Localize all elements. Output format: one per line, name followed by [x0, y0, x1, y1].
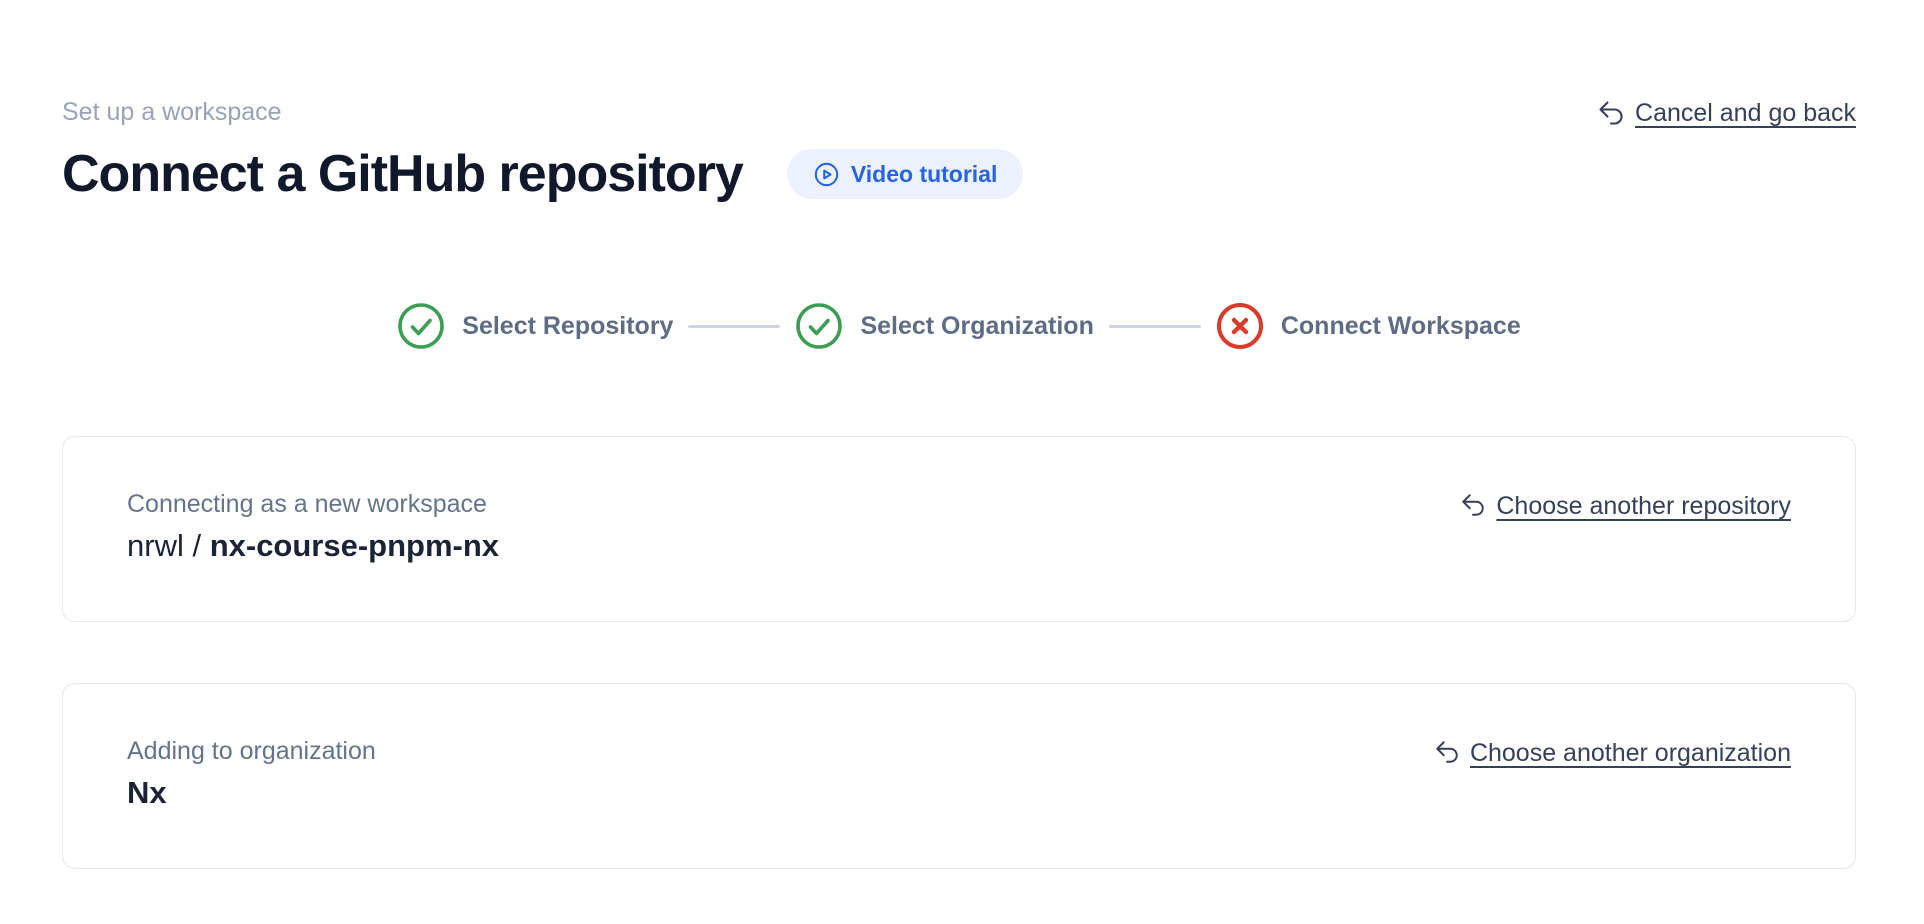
x-circle-icon: [1216, 303, 1263, 349]
undo-arrow-icon: [1436, 741, 1458, 763]
organization-name: Nx: [127, 775, 167, 810]
organization-card: Adding to organization Nx Choose another…: [62, 683, 1856, 869]
page-title: Connect a GitHub repository: [62, 145, 744, 203]
repository-slug: nx-course-pnpm-nx: [209, 528, 500, 563]
header-left: Set up a workspace Connect a GitHub repo…: [62, 96, 1024, 204]
step-connect-workspace: Connect Workspace: [1216, 302, 1521, 350]
eyebrow-text: Set up a workspace: [62, 98, 282, 126]
organization-card-label: Adding to organization: [127, 737, 376, 765]
stepper-connector: [1108, 324, 1201, 328]
undo-arrow-icon: [1599, 101, 1623, 125]
video-tutorial-label: Video tutorial: [850, 160, 998, 187]
repository-name: nrwl / nx-course-pnpm-nx: [127, 527, 499, 565]
check-circle-icon: [796, 303, 843, 349]
title-row: Connect a GitHub repository Video tutori…: [62, 144, 1024, 204]
step-label: Select Organization: [860, 311, 1094, 340]
cancel-and-go-back-link[interactable]: Cancel and go back: [1597, 98, 1856, 128]
organization-card-text: Adding to organization Nx: [127, 736, 376, 812]
page-header: Set up a workspace Connect a GitHub repo…: [62, 96, 1856, 204]
choose-repository-label: Choose another repository: [1496, 492, 1791, 520]
setup-stepper: Select Repository Select Organization Co…: [62, 302, 1856, 350]
video-tutorial-button[interactable]: Video tutorial: [786, 149, 1024, 199]
play-circle-icon: [813, 161, 840, 188]
repository-owner: nrwl /: [127, 528, 210, 563]
step-label: Select Repository: [462, 311, 674, 340]
choose-another-repository-link[interactable]: Choose another repository: [1460, 491, 1791, 521]
step-select-organization: Select Organization: [795, 302, 1094, 350]
repository-card: Connecting as a new workspace nrwl / nx-…: [62, 436, 1856, 622]
step-label: Connect Workspace: [1280, 311, 1521, 340]
repository-card-text: Connecting as a new workspace nrwl / nx-…: [127, 489, 499, 565]
choose-another-organization-link[interactable]: Choose another organization: [1434, 738, 1791, 768]
undo-arrow-icon: [1462, 494, 1485, 516]
stepper-connector: [688, 324, 781, 328]
cancel-link-label: Cancel and go back: [1635, 99, 1856, 127]
check-circle-icon: [398, 303, 445, 349]
choose-organization-label: Choose another organization: [1469, 739, 1791, 767]
step-select-repository: Select Repository: [397, 302, 673, 350]
repository-card-label: Connecting as a new workspace: [127, 490, 487, 518]
